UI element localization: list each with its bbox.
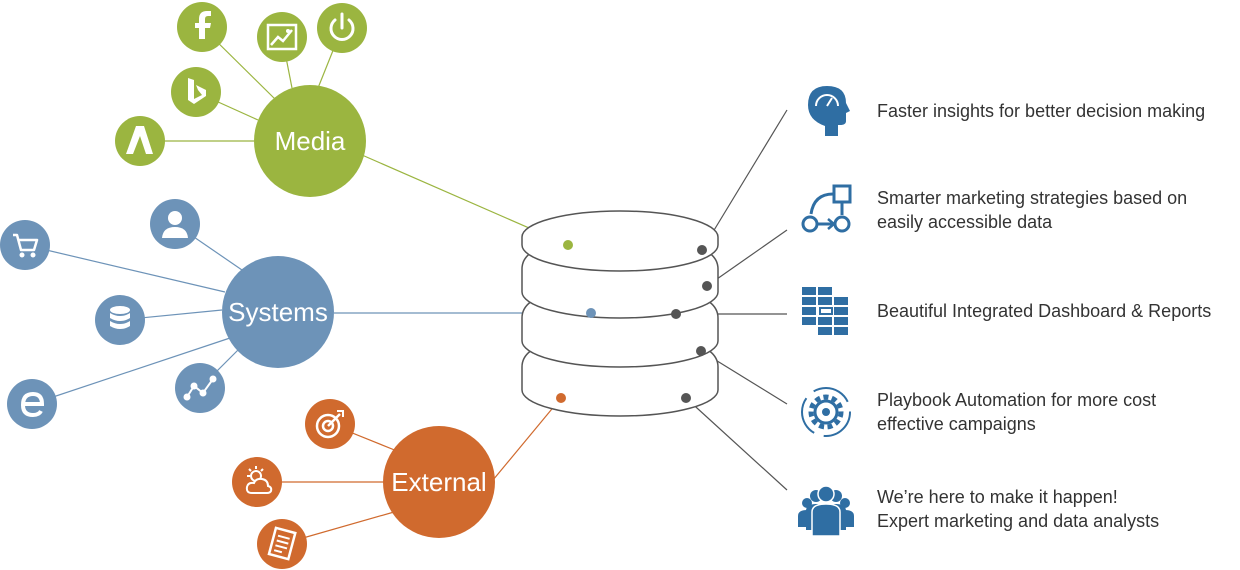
systems-hub: Systems [222,256,334,368]
target-icon [305,399,355,449]
database-cylinder [521,210,719,417]
cart-icon [0,220,50,270]
power-icon [317,3,367,53]
benefit-insights-line-1: Faster insights for better decision maki… [877,101,1205,121]
workflow-icon [801,184,852,233]
database-dots [556,240,712,403]
benefit-dashboard-line-1: Beautiful Integrated Dashboard & Reports [877,301,1211,321]
external-hub-label: External [391,467,486,497]
bing-icon [171,67,221,117]
database-icon [95,295,145,345]
adwords-icon [115,116,165,166]
gear-automation-icon [801,387,851,437]
systems-hub-label: Systems [228,297,328,327]
ie-icon [7,379,57,429]
benefit-team-line-1: We’re here to make it happen! [877,487,1118,507]
weather-icon [232,457,282,507]
external-hub: External [383,426,495,538]
analytics-icon [175,363,225,413]
media-hub-label: Media [275,126,346,156]
benefit-team-line-2: Expert marketing and data analysts [877,511,1159,531]
benefit-dashboard: Beautiful Integrated Dashboard & Reports [877,301,1211,321]
team-icon [798,485,854,537]
benefit-strategies-line-1: Smarter marketing strategies based on [877,188,1187,208]
benefit-automation: Playbook Automation for more cost effect… [877,390,1161,434]
benefit-strategies: Smarter marketing strategies based on ea… [877,188,1192,232]
benefit-automation-line-2: effective campaigns [877,414,1036,434]
facebook-icon [177,2,227,52]
benefit-strategies-line-2: easily accessible data [877,212,1053,232]
user-icon [150,199,200,249]
chart-image-icon [257,12,307,62]
benefit-automation-line-1: Playbook Automation for more cost [877,390,1156,410]
media-hub: Media [254,85,366,197]
dashboard-grid-icon [802,287,848,335]
head-gauge-icon [808,86,850,136]
benefit-insights: Faster insights for better decision maki… [877,101,1205,121]
document-icon [257,519,307,569]
benefit-team: We’re here to make it happen! Expert mar… [877,487,1159,531]
